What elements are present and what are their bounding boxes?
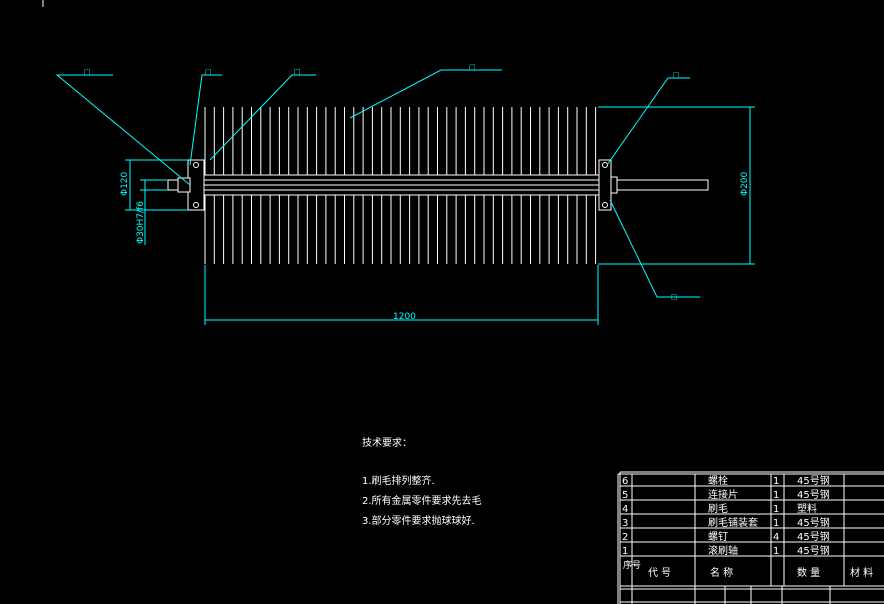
left-screw-bottom [193, 202, 199, 208]
bom-header-qty: 数 量 [797, 566, 820, 579]
bom-name: 连接片 [708, 488, 738, 501]
bom-header-code: 代 号 [648, 567, 671, 579]
balloon: □ [469, 63, 476, 71]
bom-table: 6 螺栓 1 45号钢 5 连接片 1 45号钢 4 刷毛 1 塑料 3 刷毛铺装套 1 45号钢 2 螺钉 4 45… [617, 471, 884, 604]
outer-diameter-dimension: Φ200 [740, 171, 750, 196]
tech-req-item: 1.刷毛排列整齐. [362, 474, 435, 487]
leader-lines [55, 69, 700, 298]
balloon: □ [84, 68, 91, 76]
bom-seq: 4 [622, 504, 628, 515]
bom-seq: 1 [622, 546, 628, 557]
balloon: □ [294, 68, 301, 76]
right-screw-bottom [602, 202, 608, 208]
bom-qty: 1 [773, 546, 779, 557]
balloon: □ [205, 68, 212, 76]
bom-header-seq: 序号 [623, 559, 641, 571]
bom-rows: 6 螺栓 1 45号钢 5 连接片 1 45号钢 4 刷毛 1 塑料 3 刷毛铺装套 1 45号钢 2 螺钉 4 45… [622, 474, 830, 557]
bom-qty: 4 [773, 532, 779, 543]
bom-qty: 1 [773, 518, 779, 529]
balloon: □ [673, 71, 680, 79]
brush-bristles [204, 107, 597, 264]
shaft-fit-dimension: Φ30H7/f6 [136, 201, 146, 244]
bom-grid [617, 471, 884, 604]
bom-seq: 6 [622, 476, 628, 487]
left-screw-top [193, 162, 199, 168]
tech-req-title: 技术要求： [362, 436, 412, 449]
bom-name: 刷毛 [708, 503, 728, 515]
bom-header-material: 材 料 [850, 566, 873, 579]
bom-name: 螺栓 [708, 474, 728, 487]
dimension-lines [125, 106, 755, 325]
bom-material: 45号钢 [797, 474, 830, 487]
bom-header: 序号 代 号 名 称 数 量 材 料 [623, 559, 873, 579]
bom-material: 45号钢 [797, 488, 830, 501]
bom-material: 45号钢 [797, 516, 830, 529]
bom-seq: 5 [622, 490, 628, 501]
bom-name: 刷毛铺装套 [708, 516, 758, 529]
length-dimension: 1200 [393, 312, 416, 322]
bom-material: 45号钢 [797, 530, 830, 543]
bom-seq: 2 [622, 532, 628, 543]
brush-shaft-assembly [167, 159, 709, 211]
part-balloons: □ □ □ □ □ □ [84, 63, 680, 301]
tech-req-item: 2.所有金属零件要求先去毛 [362, 494, 482, 507]
bom-name: 滚刷轴 [708, 544, 738, 557]
bom-qty: 1 [773, 504, 779, 515]
bom-name: 螺钉 [708, 531, 728, 543]
balloon: □ [671, 293, 678, 301]
bom-material: 45号钢 [797, 544, 830, 557]
right-nut [610, 176, 618, 194]
bom-seq: 3 [622, 518, 628, 529]
bom-material: 塑料 [797, 502, 817, 515]
technical-requirements: 技术要求： 1.刷毛排列整齐. 2.所有金属零件要求先去毛 3.部分零件要求抛球… [362, 436, 482, 527]
bom-qty: 1 [773, 490, 779, 501]
bom-header-name: 名 称 [710, 566, 733, 579]
tech-req-item: 3.部分零件要求抛球球好. [362, 514, 475, 527]
hub-diameter-dimension: Φ120 [120, 171, 130, 196]
bom-qty: 1 [773, 476, 779, 487]
